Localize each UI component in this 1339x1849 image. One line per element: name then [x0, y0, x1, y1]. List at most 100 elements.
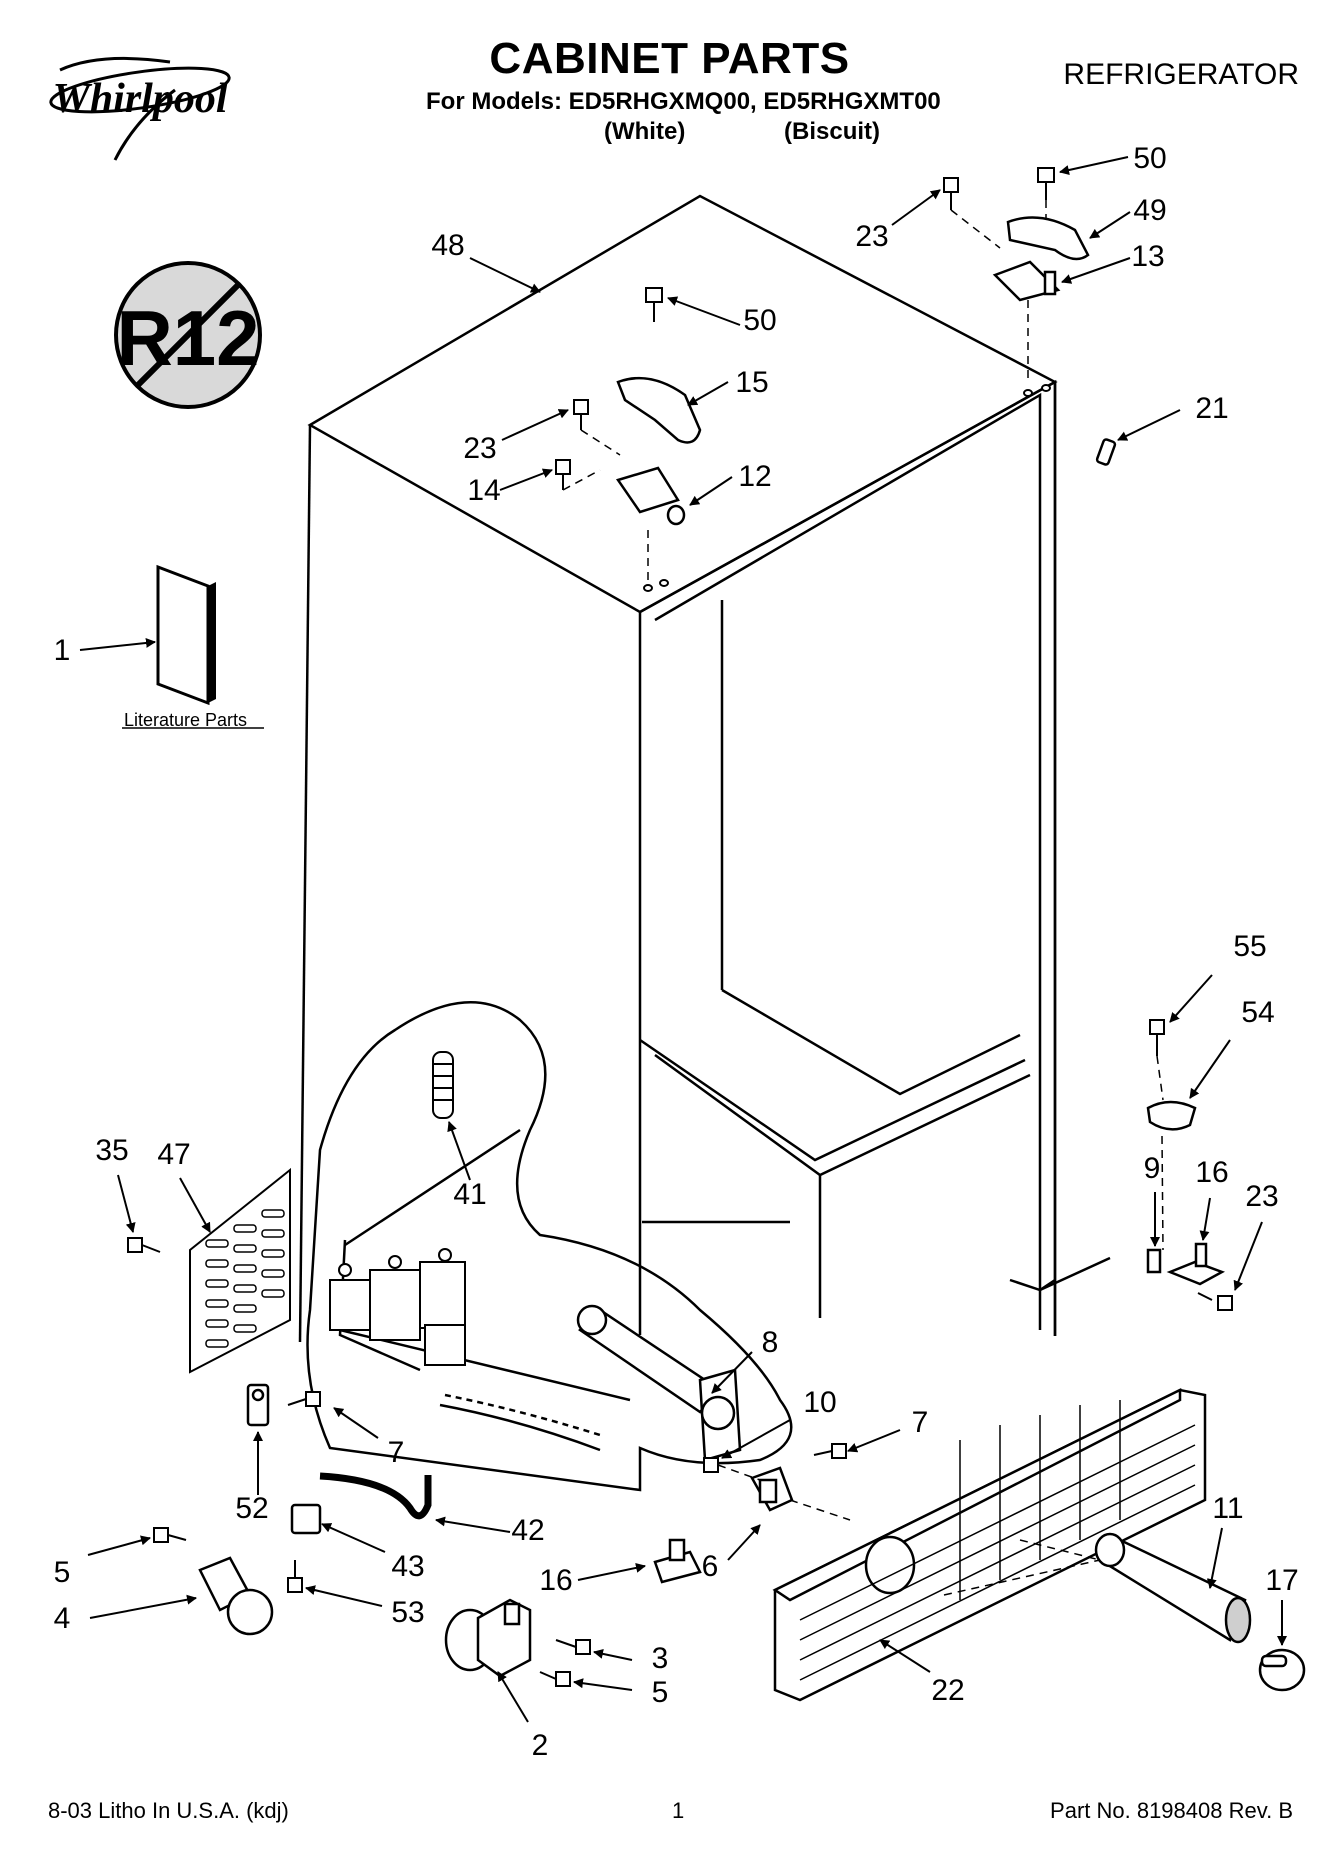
page-title: CABINET PARTS [489, 34, 850, 83]
leader-23-right [1233, 1221, 1263, 1291]
callout-55: 55 [1233, 930, 1266, 963]
cutaway-machine-compartment [306, 1000, 793, 1492]
callout-leaders [79, 156, 1287, 1723]
appliance-category: REFRIGERATOR [1063, 58, 1299, 91]
screw-23-top [943, 177, 959, 210]
water-tube-42 [319, 1472, 432, 1520]
leader-22 [879, 1639, 931, 1673]
leader-6 [727, 1524, 761, 1561]
callout-47: 47 [157, 1138, 190, 1171]
callout-13: 13 [1131, 240, 1164, 273]
leader-5-right [573, 1678, 633, 1691]
screw-10 [703, 1457, 719, 1473]
screw-7-right [813, 1443, 847, 1459]
water-valves [329, 1248, 466, 1366]
callout-3: 3 [652, 1642, 669, 1675]
footer-page-number: 1 [672, 1798, 685, 1823]
hinge-holes [643, 384, 1051, 592]
callout-4: 4 [54, 1602, 71, 1635]
bottom-hinge-54 [1146, 1100, 1197, 1131]
leader-42 [435, 1516, 511, 1533]
bracket-6 [750, 1466, 794, 1512]
callout-1: 1 [54, 634, 71, 667]
callout-53: 53 [391, 1596, 424, 1629]
leader-50-mid [667, 296, 741, 326]
leader-15 [687, 381, 729, 406]
callout-48: 48 [431, 229, 464, 262]
bracket-16-bottom [653, 1538, 702, 1584]
screw-5-left [153, 1527, 187, 1543]
callout-5-right: 5 [652, 1676, 669, 1709]
screw-53 [287, 1560, 303, 1593]
leader-16-right [1199, 1197, 1211, 1241]
callout-23-right: 23 [1245, 1180, 1278, 1213]
callout-16-right: 16 [1195, 1156, 1228, 1189]
leader-35 [117, 1174, 136, 1233]
leader-48 [469, 257, 541, 293]
water-fill-housing-8 [576, 1304, 742, 1462]
screw-14 [555, 459, 571, 490]
callout-2: 2 [532, 1729, 549, 1762]
callout-17: 17 [1265, 1564, 1298, 1597]
callout-52: 52 [235, 1492, 268, 1525]
screw-50-top [1037, 167, 1055, 200]
callout-35: 35 [95, 1134, 128, 1167]
front-roller-4 [198, 1556, 274, 1636]
brand-wordmark: Whirlpool [52, 76, 227, 122]
screws [127, 167, 1233, 1687]
toe-grille-22 [772, 1387, 1207, 1702]
callout-49: 49 [1133, 194, 1166, 227]
top-hinge-49 [1006, 216, 1090, 261]
literature-booklet [122, 564, 264, 729]
water-filter-11 [1094, 1532, 1252, 1644]
rear-access-panel-47 [189, 1167, 291, 1374]
footer-litho: 8-03 Litho In U.S.A. (kdj) [48, 1798, 289, 1823]
leader-21 [1117, 409, 1181, 441]
leader-7-right [847, 1429, 901, 1453]
callout-42: 42 [511, 1514, 544, 1547]
leader-41 [447, 1121, 471, 1181]
callout-12: 12 [738, 460, 771, 493]
callout-50-top: 50 [1133, 142, 1166, 175]
callout-22: 22 [931, 1674, 964, 1707]
refrigerator-cabinet [298, 194, 1111, 1343]
screw-5-right [539, 1671, 571, 1687]
leader-47 [179, 1177, 211, 1233]
callout-16-bottom: 16 [539, 1564, 572, 1597]
leader-13 [1061, 257, 1131, 284]
color-white: (White) [604, 118, 686, 145]
callout-43: 43 [391, 1550, 424, 1583]
screw-55 [1149, 1019, 1165, 1056]
screw-7-left [287, 1391, 321, 1407]
callout-54: 54 [1241, 996, 1274, 1029]
no-r12-symbol: R12 [114, 261, 262, 409]
clip-52 [246, 1383, 270, 1427]
leader-11 [1206, 1527, 1223, 1589]
top-hinge-15 [616, 376, 702, 444]
shim-9 [1146, 1248, 1162, 1274]
leader-16-bottom [577, 1562, 646, 1581]
callout-50-mid: 50 [743, 304, 776, 337]
hinge-bracket-12 [615, 466, 686, 526]
clamp-43 [290, 1503, 322, 1535]
callout-8: 8 [762, 1326, 779, 1359]
callout-23-top: 23 [855, 220, 888, 253]
callout-5-left: 5 [54, 1556, 71, 1589]
leader-53 [305, 1585, 383, 1607]
screw-50-mid [645, 287, 663, 322]
leader-1 [79, 637, 156, 651]
leader-14 [499, 468, 553, 491]
literature-parts-label: Literature Parts [124, 710, 248, 730]
leader-43 [321, 1523, 386, 1553]
leader-7-left [333, 1407, 379, 1439]
screw-23-mid [573, 399, 589, 430]
callout-9: 9 [1144, 1152, 1161, 1185]
filter-cap-17 [1258, 1648, 1306, 1692]
screw-23-bottom [1197, 1292, 1233, 1311]
whirlpool-logo: Whirlpool [49, 56, 231, 161]
leader-12 [689, 476, 733, 506]
models-line: For Models: ED5RHGXMQ00, ED5RHGXMT00 [426, 88, 941, 115]
drain-spring-41 [432, 1051, 454, 1119]
callout-numbers: 1 2 3 4 5 5 6 7 7 8 9 10 11 12 13 14 15 … [54, 142, 1299, 1762]
